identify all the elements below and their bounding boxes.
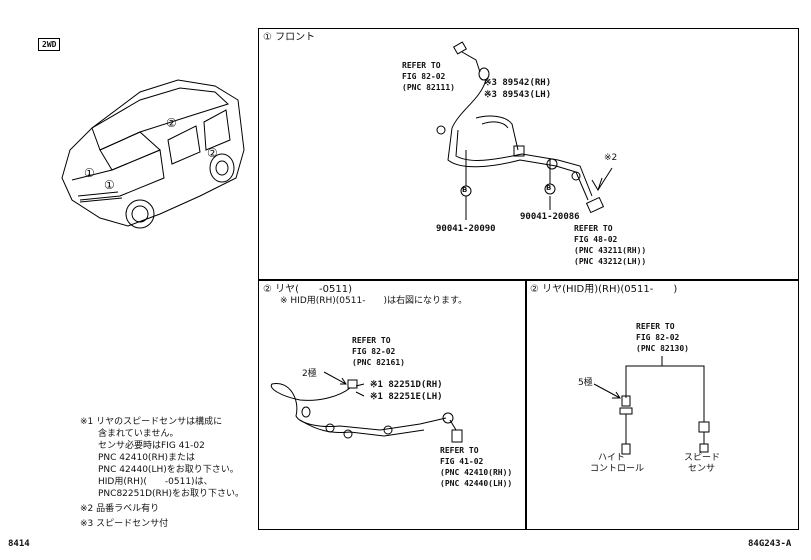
front-bolt1-number: 90041-20090 (436, 224, 496, 234)
front-panel-title: ① フロント (263, 32, 316, 43)
rear-panel-title: ② リヤ( -0511) (263, 284, 353, 295)
front-bolt1-marker: B (462, 186, 468, 194)
rear-refer1-line2: FIG 82-02 (352, 347, 396, 356)
rear-hid-panel-title: ② リヤ(HID用)(RH)(0511- ) (530, 284, 678, 295)
rear-hid-label-right-1: スピード (684, 453, 721, 463)
front-refer2-line2: FIG 48-02 (574, 235, 618, 244)
note-line: ※1 リヤのスピードセンサは構成に (80, 417, 223, 427)
rear-refer1-line1: REFER TO (352, 336, 391, 345)
rear-hid-refer-line1: REFER TO (636, 322, 675, 331)
rear-panel (258, 280, 526, 530)
note-line: センサ必要時はFIG 41-02 (80, 441, 205, 451)
rear-refer2-line1: REFER TO (440, 446, 479, 455)
front-refer1-line2: FIG 82-02 (402, 72, 446, 81)
note-line: ※3 スピードセンサ付 (80, 519, 169, 529)
front-bolt2-marker: B (546, 184, 552, 192)
front-refer2-line3: (PNC 43211(RH)) (574, 246, 647, 255)
rear-refer2-line3: (PNC 42410(RH)) (440, 468, 513, 477)
rear-hid-callout-5pin: 5極 (578, 378, 593, 388)
rear-part-rh: ※1 82251D(RH) (370, 380, 443, 390)
rear-refer2-line4: (PNC 42440(LH)) (440, 479, 513, 488)
front-label-x2: ※2 (604, 153, 618, 163)
note-line: PNC 42440(LH)をお取り下さい。 (80, 465, 239, 475)
rear-part-lh: ※1 82251E(LH) (370, 392, 443, 402)
rear-hid-label-left-2: コントロール (590, 464, 645, 474)
car-marker-front-2: ① (104, 178, 115, 192)
rear-hid-panel (526, 280, 799, 530)
footer-figure-code: 84G243-A (748, 539, 792, 549)
front-bolt2-number: 90041-20086 (520, 212, 580, 222)
footer-page-number: 8414 (8, 539, 30, 549)
front-refer2-line1: REFER TO (574, 224, 613, 233)
front-part-lh: ※3 89543(LH) (484, 90, 552, 100)
drive-type-badge: 2WD (38, 38, 61, 51)
note-line: ※2 品番ラベル有り (80, 504, 160, 514)
front-part-rh: ※3 89542(RH) (484, 78, 552, 88)
note-line: PNC82251D(RH)をお取り下さい。 (80, 489, 245, 499)
notes-block: ※1 リヤのスピードセンサは構成に 含まれていません。 センサ必要時はFIG 4… (80, 416, 244, 530)
front-refer1-line3: (PNC 82111) (402, 83, 455, 92)
front-panel (258, 28, 799, 280)
rear-refer2-line2: FIG 41-02 (440, 457, 484, 466)
note-line: HID用(RH)( -0511)は、 (80, 477, 213, 487)
rear-hid-refer-line2: FIG 82-02 (636, 333, 680, 342)
rear-refer1-line3: (PNC 82161) (352, 358, 405, 367)
rear-hid-refer-line3: (PNC 82130) (636, 344, 689, 353)
rear-hid-label-left-1: ハイト (598, 453, 625, 463)
rear-hid-label-right-2: センサ (688, 464, 716, 474)
rear-callout-2pin: 2極 (302, 369, 317, 379)
car-marker-front-1: ① (84, 166, 95, 180)
note-line: 含まれていません。 (80, 429, 179, 439)
car-marker-rear-2: ② (207, 146, 218, 160)
front-refer2-line4: (PNC 43212(LH)) (574, 257, 647, 266)
rear-panel-note: ※ HID用(RH)(0511- )は右図になります。 (280, 296, 468, 306)
note-line: PNC 42410(RH)または (80, 453, 195, 463)
car-marker-rear-1: ② (166, 116, 177, 130)
front-refer1-line1: REFER TO (402, 61, 441, 70)
